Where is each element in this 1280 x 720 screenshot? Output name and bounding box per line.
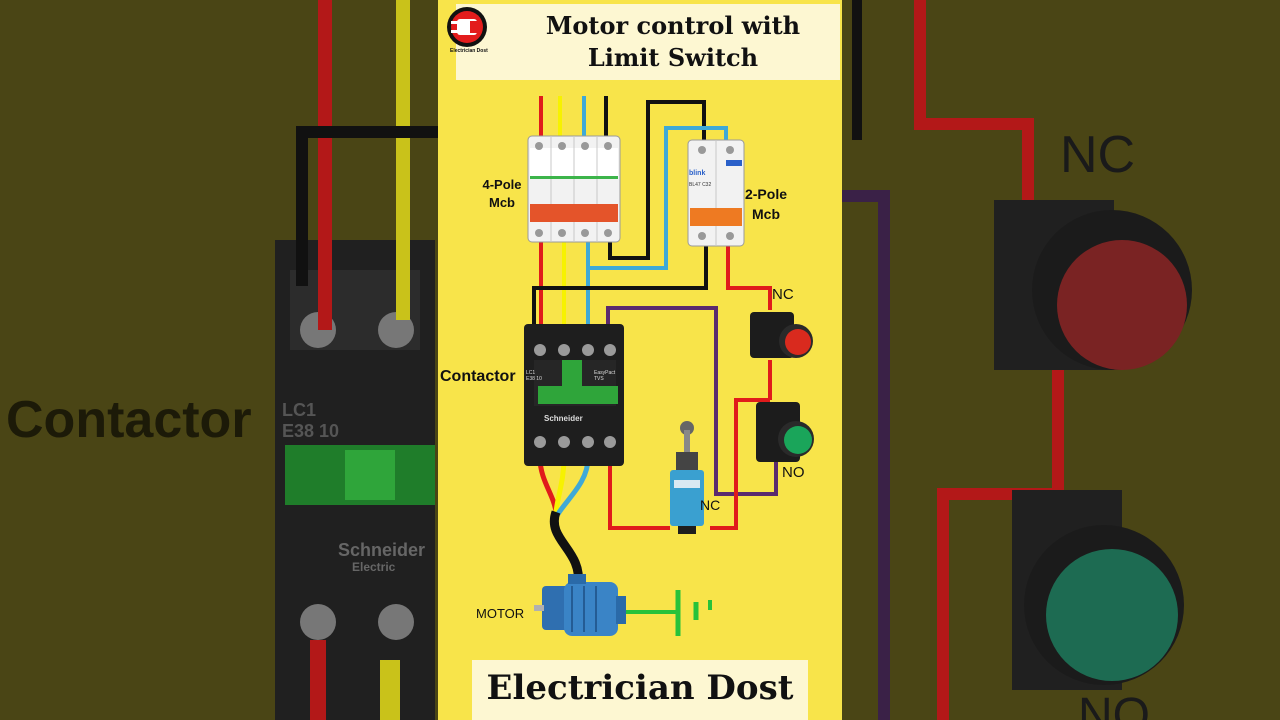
background-nc-label: NC — [1060, 126, 1136, 184]
mcb4-label: 4-Pole Mcb — [482, 177, 522, 210]
supply-wires — [539, 96, 608, 140]
mcb-4-pole — [527, 135, 621, 243]
background-right: NC NO — [842, 0, 1280, 720]
background-contactor-model: LC1 E38 10 — [282, 400, 340, 441]
background-right-art — [842, 0, 1192, 720]
background-contactor-label: Contactor — [6, 391, 252, 449]
wiring-diagram — [524, 96, 814, 636]
contactor-label: Contactor — [440, 368, 516, 385]
neutral-wire — [532, 246, 708, 345]
limit-switch — [670, 421, 704, 534]
contactor-brand-text: Schneider — [544, 414, 583, 423]
earth-symbol — [626, 590, 712, 636]
contactor-series-text: EasyPact TVS — [594, 370, 616, 382]
logo-caption: Electrician Dost — [450, 48, 488, 54]
no-push-button — [756, 402, 814, 462]
no-button-label: NO — [782, 464, 805, 481]
title-box: Motor control with Limit Switch — [456, 4, 840, 80]
mcb2-brand-text: blink — [689, 170, 706, 177]
motor-feed-wires — [537, 457, 591, 586]
brand-logo: Electrician Dost — [444, 6, 490, 56]
diagram-panel: Motor control with Limit Switch Electric… — [438, 0, 842, 720]
mcb2-feed-wires — [586, 100, 728, 270]
background-left-art — [275, 0, 438, 720]
motor-label: MOTOR — [476, 606, 525, 621]
page-title: Motor control with Limit Switch — [545, 11, 801, 72]
plug-icon — [447, 7, 487, 47]
brand-name: Electrician Dost — [486, 668, 794, 708]
limit-switch-nc-label: NC — [700, 497, 721, 513]
background-left: Contactor LC1 E38 10 Schneider Electric — [0, 0, 438, 720]
motor — [534, 574, 626, 636]
background-no-label: NO — [1078, 689, 1150, 720]
control-red-wire — [608, 246, 772, 530]
brand-box: Electrician Dost — [472, 660, 808, 720]
mcb2-model-text: BL47 C32 — [689, 182, 712, 188]
mcb2-label: 2-Pole Mcb — [744, 186, 787, 222]
control-purple-wire — [606, 306, 778, 496]
background-brand: Schneider — [338, 540, 426, 560]
contactor-model-text: LC1 E38 10 — [526, 370, 542, 382]
background-brand-sub: Electric — [352, 560, 396, 574]
nc-push-button — [750, 312, 813, 358]
mcb-2-pole — [687, 139, 745, 247]
nc-button-label: NC — [772, 286, 794, 303]
contactor — [524, 324, 624, 466]
